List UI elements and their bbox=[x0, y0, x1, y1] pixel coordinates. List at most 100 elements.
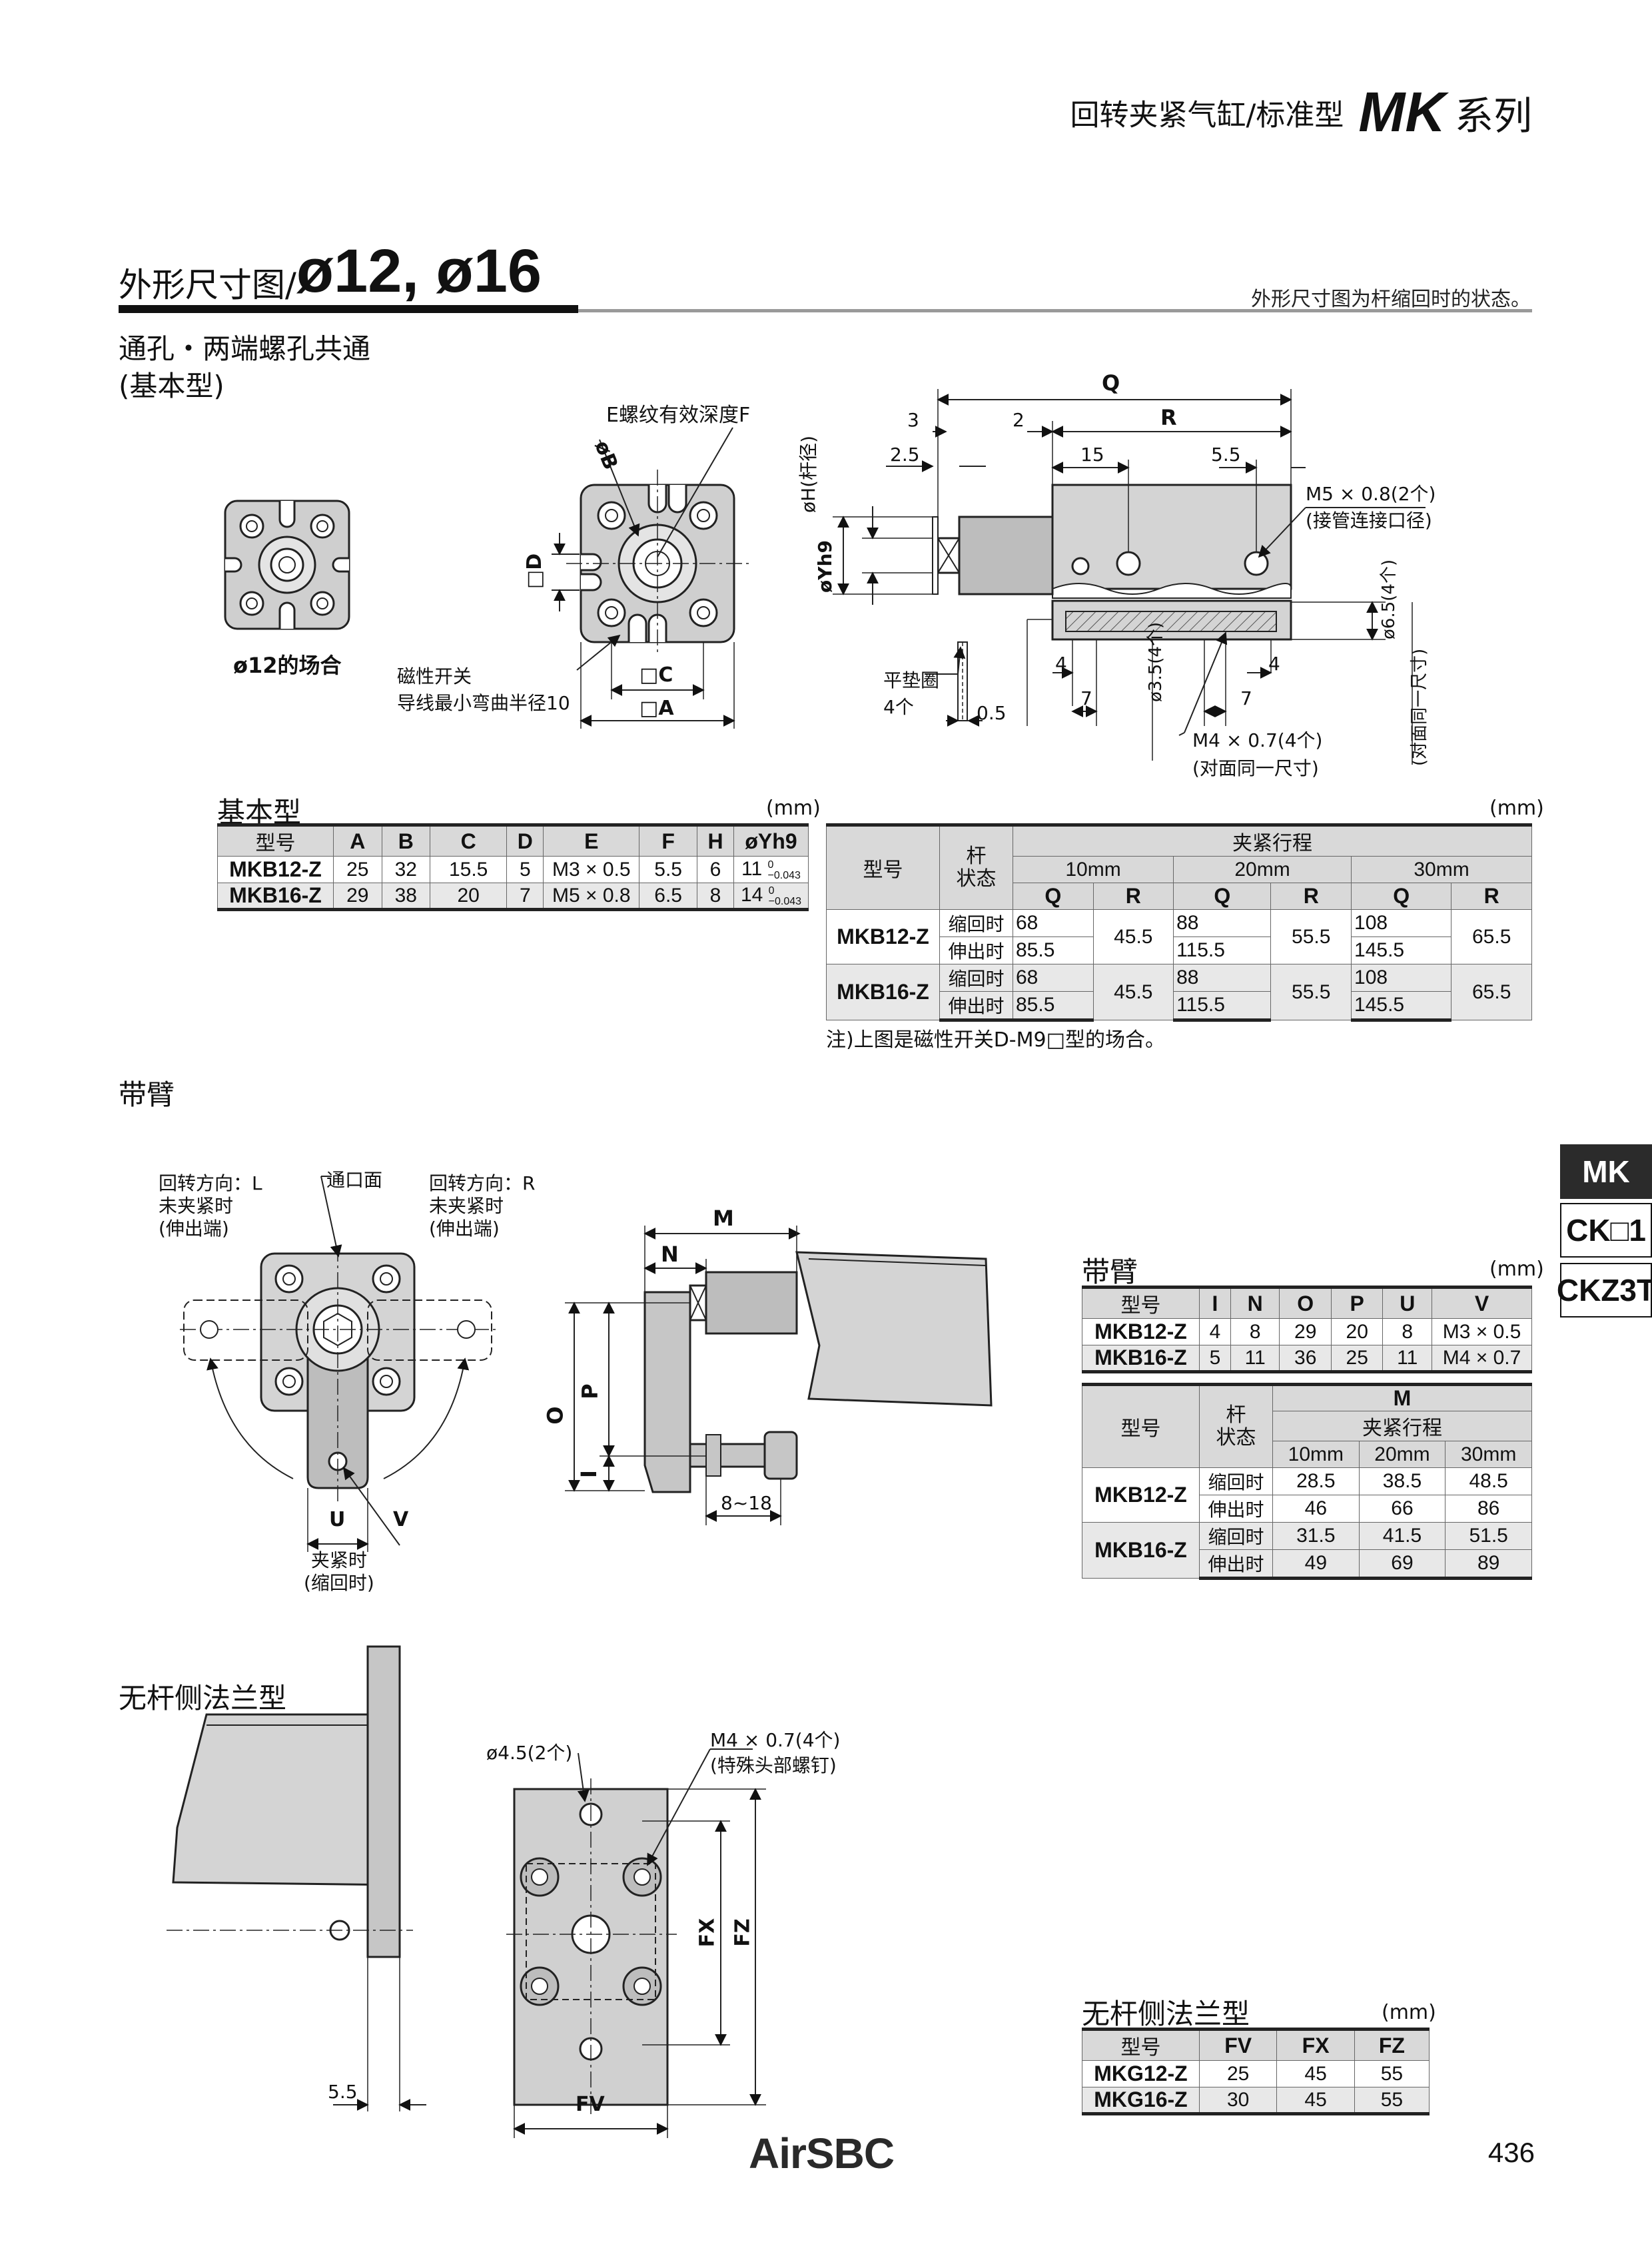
dim-2-5: 2.5 bbox=[890, 444, 920, 466]
table-row: 伸出时 85.5 115.5 145.5 bbox=[827, 936, 1532, 964]
table-row: MKG16-Z 30 45 55 bbox=[1082, 2087, 1430, 2115]
table-row: MKB16-Z 缩回时 68 45.5 88 55.5 108 65.5 bbox=[826, 964, 1532, 1020]
flange-front-view bbox=[506, 1748, 766, 2138]
brand-logo: AirSBC bbox=[749, 2129, 895, 2177]
basic-heading-line1: 通孔・两端螺孔共通 bbox=[119, 332, 371, 365]
table-row: MKB16-Z 缩回时 31.5 41.5 51.5 bbox=[1082, 1522, 1532, 1579]
label-e-thread: E螺纹有效深度F bbox=[606, 404, 751, 427]
arm-heading: 带臂 bbox=[119, 1078, 175, 1111]
flange-dim-5-5: 5.5 bbox=[328, 2081, 358, 2103]
side-tab-ckz3t[interactable]: CKZ3T bbox=[1557, 1263, 1652, 1317]
arm-label-i: I bbox=[576, 1470, 602, 1478]
table-row: MKB16-Z 5 11 36 25 11 M4 × 0.7 bbox=[1082, 1345, 1532, 1373]
arm-label-u: U bbox=[329, 1508, 346, 1531]
table-row: MKB12-Z 25 32 15.5 5 M3 × 0.5 5.5 6 11 0… bbox=[217, 856, 809, 883]
dim-4b: 4 bbox=[1268, 653, 1280, 675]
table-row: 伸出时 49 69 89 bbox=[1082, 1549, 1532, 1580]
section-rule-thin bbox=[578, 309, 1532, 312]
table-stroke-unit: (mm) bbox=[1489, 797, 1544, 820]
dim-7a: 7 bbox=[1080, 687, 1092, 709]
dim-5-5: 5.5 bbox=[1211, 444, 1241, 466]
flange-label-fz: FZ bbox=[731, 1918, 755, 1947]
th-c: C bbox=[429, 823, 508, 857]
table-flange-unit: (mm) bbox=[1382, 2001, 1436, 2024]
label-r: R bbox=[1160, 405, 1177, 430]
header-series: 系列 bbox=[1454, 93, 1532, 139]
thread-label-line2: (对面同一尺寸) bbox=[1192, 757, 1319, 779]
thread-label-line1: M4 × 0.7(4个) bbox=[1192, 729, 1323, 751]
dim-7b: 7 bbox=[1240, 687, 1252, 709]
switch-label-line1: 磁性开关 bbox=[397, 665, 472, 687]
dim-2: 2 bbox=[1013, 409, 1025, 431]
table-row: MKB16-Z 29 38 20 7 M5 × 0.8 6.5 8 14 0−0… bbox=[217, 883, 809, 911]
side-tab-ck1[interactable]: CK□1 bbox=[1560, 1203, 1652, 1258]
label-yh9: øYh9 bbox=[814, 540, 836, 593]
th-stroke-state: 杆 状态 bbox=[939, 823, 1013, 910]
label-h: øH(杆径) bbox=[797, 435, 819, 513]
arm-front-view bbox=[180, 1176, 500, 1552]
th-d: D bbox=[506, 823, 544, 857]
dim-0-5: 0.5 bbox=[977, 702, 1007, 724]
port-label-line2: (接管连接口径) bbox=[1306, 510, 1432, 532]
th-b: B bbox=[381, 823, 430, 857]
th-a: A bbox=[333, 823, 382, 857]
washer-label-line1: 平垫圈 bbox=[883, 669, 940, 691]
th-f: F bbox=[639, 823, 698, 857]
th-stroke-group: 夹紧行程 bbox=[1013, 823, 1532, 857]
table-basic-title: 基本型 bbox=[217, 796, 302, 829]
table-stroke: 型号 杆 状态 夹紧行程 10mm 20mm 30mm Q R Q R Q R … bbox=[826, 823, 1532, 1022]
arm-label-p: P bbox=[577, 1383, 603, 1399]
switch-label-line2: 导线最小弯曲半径10 bbox=[397, 692, 570, 714]
header-subtitle: 回转夹紧气缸/标准型 bbox=[1070, 98, 1344, 133]
th-yh9: øYh9 bbox=[733, 823, 809, 857]
arm-label-o: O bbox=[542, 1406, 568, 1425]
table-basic: 型号 A B C D E F H øYh9 MKB12-Z 25 32 15.5… bbox=[217, 823, 809, 911]
table-row: MKB12-Z 缩回时 68 45.5 88 55.5 108 65.5 bbox=[826, 909, 1532, 964]
section-title-text: 外形尺寸图/ bbox=[119, 266, 296, 304]
table-row: MKG12-Z 25 45 55 bbox=[1082, 2060, 1430, 2087]
washer-label-line2: 4个 bbox=[883, 696, 914, 718]
flange-screw-label: M4 × 0.7(4个) (特殊头部螺钉) bbox=[710, 1729, 841, 1776]
front-view-12 bbox=[224, 500, 350, 630]
table-row: MKB12-Z 4 8 29 20 8 M3 × 0.5 bbox=[1082, 1318, 1532, 1345]
basic-heading-line2: (基本型) bbox=[119, 370, 224, 402]
side-tab-mk[interactable]: MK bbox=[1560, 1144, 1652, 1199]
table-row: MKB12-Z 缩回时 28.5 38.5 48.5 bbox=[1082, 1467, 1532, 1523]
arm-side-view bbox=[565, 1226, 993, 1525]
label-q: Q bbox=[1102, 370, 1120, 396]
table-flange-title: 无杆侧法兰型 bbox=[1082, 1998, 1250, 2030]
arm-port-face: 通口面 bbox=[326, 1169, 383, 1191]
label-opp-right: (对面同一尺寸) bbox=[1410, 648, 1430, 766]
arm-rot-left: 回转方向：L 未夹紧时 (伸出端) bbox=[159, 1172, 262, 1240]
arm-range: 8~18 bbox=[721, 1492, 772, 1514]
flange-heading: 无杆侧法兰型 bbox=[119, 1682, 287, 1714]
th-model: 型号 bbox=[217, 823, 334, 857]
table-arm-unit: (mm) bbox=[1489, 1258, 1544, 1281]
flange-label-fx: FX bbox=[695, 1918, 719, 1948]
table-flange: 型号 FV FX FZ MKG12-Z 25 45 55 MKG16-Z 30 … bbox=[1082, 2028, 1430, 2115]
front-view-16 bbox=[552, 427, 749, 729]
table-row: 伸出时 46 66 86 bbox=[1082, 1495, 1532, 1523]
th-h: H bbox=[697, 823, 734, 857]
label-d: □D bbox=[523, 553, 547, 589]
flange-hole-label: ø4.5(2个) bbox=[486, 1742, 573, 1764]
flange-side-view bbox=[167, 1645, 426, 2111]
port-label-line1: M5 × 0.8(2个) bbox=[1306, 483, 1436, 505]
table-row: 伸出时 85.5 115.5 145.5 bbox=[827, 991, 1532, 1022]
label-6-5: ø6.5(4个) bbox=[1379, 559, 1399, 639]
th-stroke-model: 型号 bbox=[826, 823, 940, 910]
dim-4a: 4 bbox=[1055, 653, 1067, 675]
side-view bbox=[833, 389, 1426, 765]
arm-clamp-label: 夹紧时 (缩回时) bbox=[304, 1549, 374, 1594]
header-brand: MK bbox=[1358, 81, 1446, 143]
th-e: E bbox=[543, 823, 640, 857]
arm-label-v: V bbox=[393, 1508, 409, 1531]
stroke-note: 注)上图是磁性开关D-M9□型的场合。 bbox=[826, 1028, 1165, 1052]
dim-15: 15 bbox=[1080, 444, 1104, 466]
flange-label-fv: FV bbox=[576, 2093, 605, 2116]
table-arm-title: 带臂 bbox=[1082, 1256, 1138, 1288]
label-3-5: ø3.5(4个) bbox=[1146, 621, 1166, 702]
dim-3: 3 bbox=[907, 409, 919, 431]
arm-label-n: N bbox=[661, 1242, 679, 1267]
